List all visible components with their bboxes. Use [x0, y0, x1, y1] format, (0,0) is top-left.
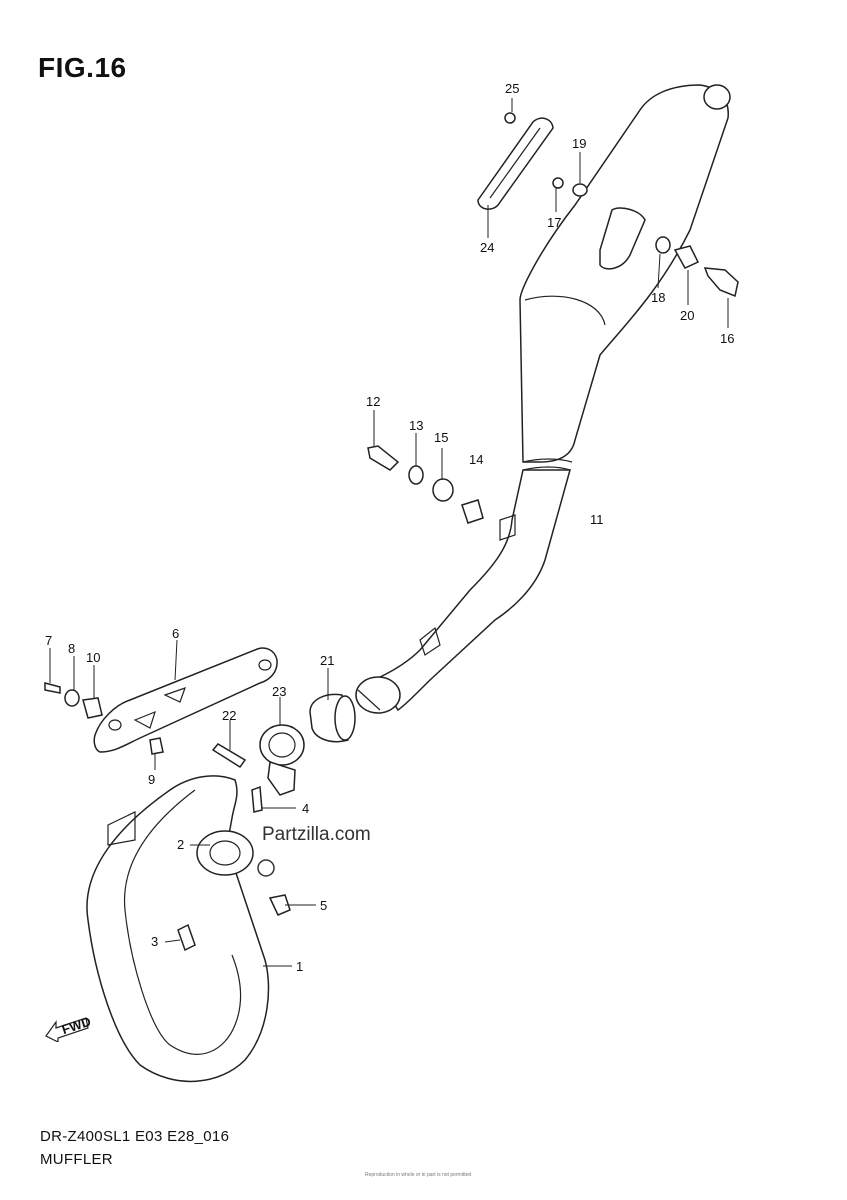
fwd-label: FWD — [60, 1014, 90, 1037]
clamp-23 — [259, 724, 305, 796]
callout-16: 16 — [720, 331, 734, 346]
fine-print: Reproduction in whole or in part is not … — [365, 1172, 472, 1178]
callout-labels: 25 24 19 17 18 20 16 12 13 15 14 11 7 8 … — [45, 81, 734, 974]
callout-12: 12 — [366, 394, 380, 409]
callout-1: 1 — [296, 959, 303, 974]
callout-13: 13 — [409, 418, 423, 433]
callout-17: 17 — [547, 215, 561, 230]
callout-4: 4 — [302, 801, 309, 816]
exhaust-pipe — [86, 775, 270, 1083]
callout-18: 18 — [651, 290, 665, 305]
callout-9: 9 — [148, 772, 155, 787]
callout-6: 6 — [172, 626, 179, 641]
gasket-21 — [309, 693, 356, 743]
figure-title: FIG.16 — [38, 52, 127, 83]
callout-24: 24 — [480, 240, 494, 255]
callout-15: 15 — [434, 430, 448, 445]
watermark: Partzilla.com — [262, 824, 371, 845]
muffler-mount-tab — [599, 207, 646, 270]
callout-22: 22 — [222, 708, 236, 723]
fwd-arrow-icon: FWD — [45, 1014, 90, 1042]
callout-3: 3 — [151, 934, 158, 949]
callout-14: 14 — [469, 452, 483, 467]
callout-25: 25 — [505, 81, 519, 96]
callout-19: 19 — [572, 136, 586, 151]
bracket-6 — [93, 647, 278, 753]
callout-5: 5 — [320, 898, 327, 913]
callout-8: 8 — [68, 641, 75, 656]
callout-23: 23 — [272, 684, 286, 699]
callout-7: 7 — [45, 633, 52, 648]
callout-21: 21 — [320, 653, 334, 668]
mid-pipe — [355, 469, 571, 714]
diagram-name: MUFFLER — [40, 1151, 113, 1168]
copyright-circle — [257, 859, 275, 877]
callout-10: 10 — [86, 650, 100, 665]
leader-lines — [49, 98, 729, 967]
muffler-canister — [519, 84, 731, 471]
callout-2: 2 — [177, 837, 184, 852]
diagram-code: DR-Z400SL1 E03 E28_016 — [40, 1128, 230, 1145]
band-24 — [477, 117, 554, 210]
small-hardware — [44, 112, 739, 952]
callout-20: 20 — [680, 308, 694, 323]
callout-11: 11 — [590, 512, 604, 527]
